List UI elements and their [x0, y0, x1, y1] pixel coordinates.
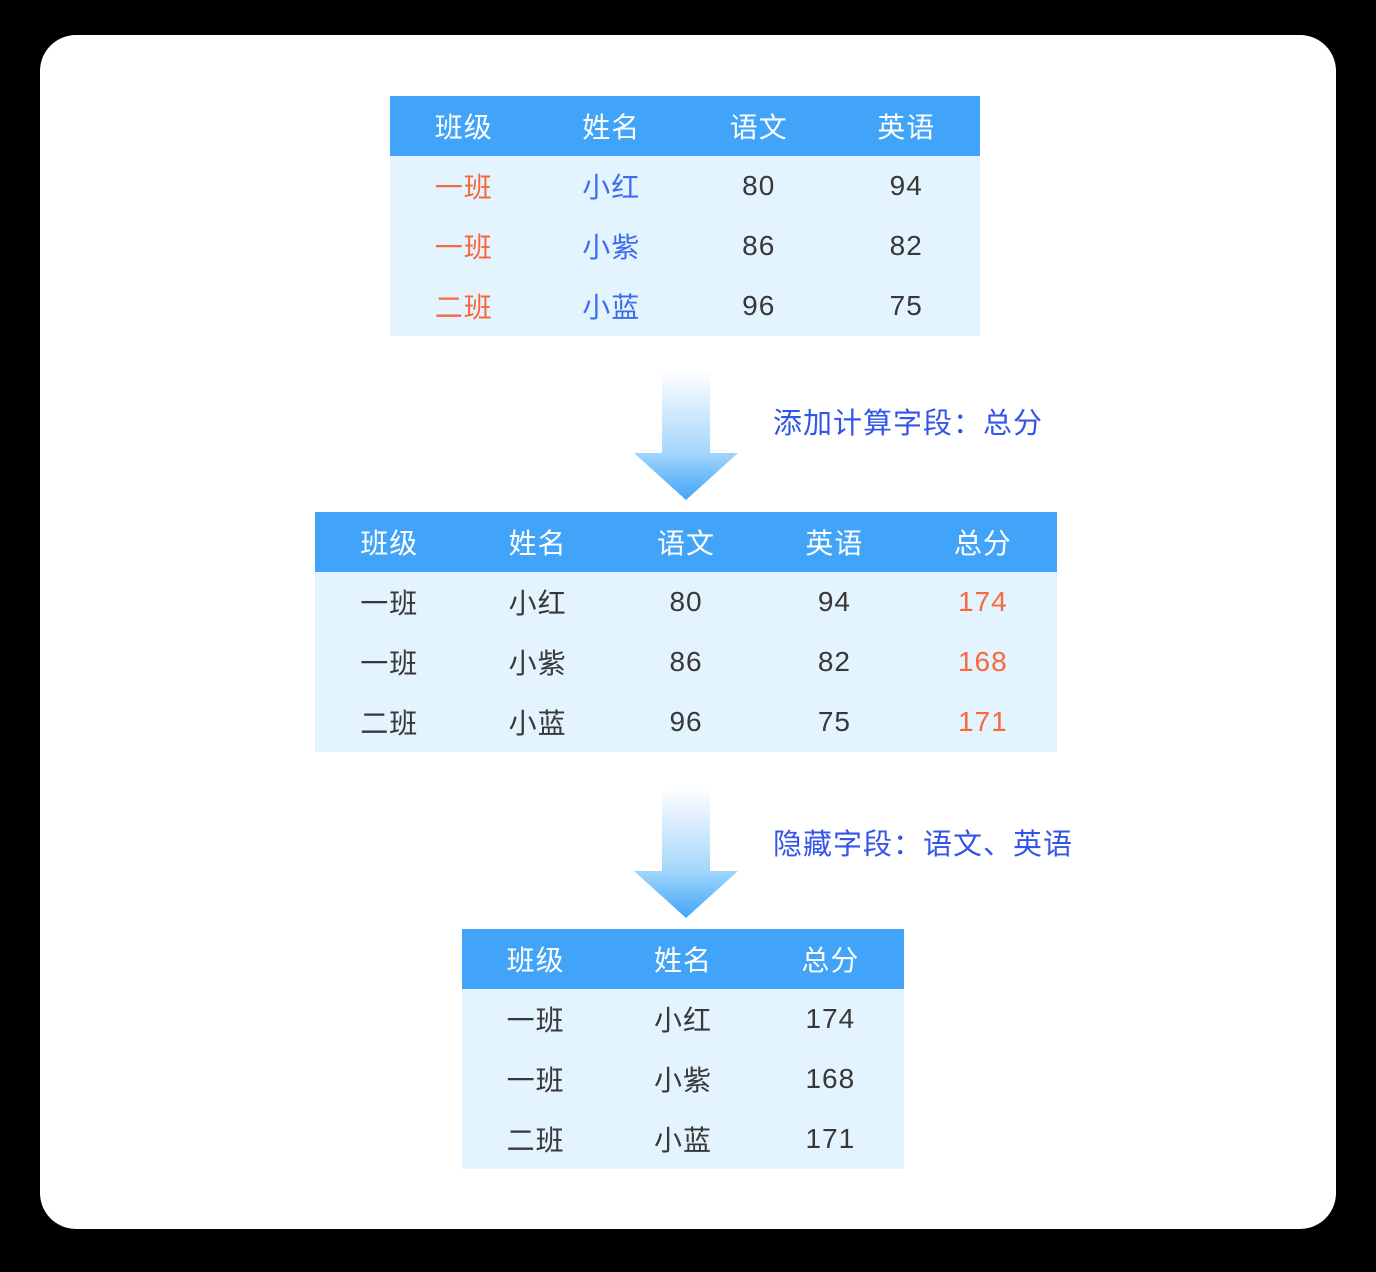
column-header: 英语 — [805, 528, 864, 559]
table-cell: 小红 — [653, 1005, 712, 1036]
table-cell: 96 — [742, 290, 776, 321]
table-header-row: 班级 姓名 语文 英语 总分 — [315, 512, 1057, 572]
table-row: 一班 小红 80 94 — [390, 156, 980, 216]
column-header: 总分 — [801, 945, 860, 976]
table-row: 一班 小紫 86 82 — [390, 216, 980, 276]
table-cell: 一班 — [506, 1005, 565, 1036]
column-header: 姓名 — [582, 112, 641, 143]
table-cell: 小红 — [508, 588, 567, 619]
column-header: 班级 — [360, 528, 419, 559]
table-cell: 小蓝 — [582, 292, 641, 323]
table-row: 二班 小蓝 171 — [462, 1109, 904, 1169]
table-cell: 80 — [669, 586, 703, 617]
table-cell: 174 — [805, 1003, 856, 1034]
column-header: 姓名 — [653, 945, 712, 976]
table-cell: 171 — [957, 706, 1008, 737]
table-row: 一班 小紫 86 82 168 — [315, 632, 1057, 692]
table-cell: 75 — [817, 706, 851, 737]
down-arrow-icon — [634, 370, 738, 500]
column-header: 语文 — [657, 528, 716, 559]
table-header-row: 班级 姓名 总分 — [462, 929, 904, 989]
table-cell: 小红 — [582, 172, 641, 203]
table-header-row: 班级 姓名 语文 英语 — [390, 96, 980, 156]
table-cell: 86 — [669, 646, 703, 677]
column-header: 语文 — [729, 112, 788, 143]
table-cell: 一班 — [506, 1065, 565, 1096]
table-cell: 一班 — [360, 648, 419, 679]
table-cell: 86 — [742, 230, 776, 261]
table-cell: 168 — [957, 646, 1008, 677]
table-row: 二班 小蓝 96 75 171 — [315, 692, 1057, 752]
column-header: 总分 — [953, 528, 1012, 559]
table-cell: 一班 — [360, 588, 419, 619]
table-cell: 96 — [669, 706, 703, 737]
table-row: 一班 小红 174 — [462, 989, 904, 1049]
table-row: 一班 小紫 168 — [462, 1049, 904, 1109]
table-cell: 75 — [889, 290, 923, 321]
table-cell: 94 — [817, 586, 851, 617]
table-cell: 82 — [817, 646, 851, 677]
table-cell: 168 — [805, 1063, 856, 1094]
table-cell: 二班 — [360, 708, 419, 739]
table-cell: 171 — [805, 1123, 856, 1154]
step-label-add-calculated-field: 添加计算字段：总分 — [773, 408, 1044, 440]
table-cell: 82 — [889, 230, 923, 261]
table-cell: 一班 — [434, 172, 493, 203]
table-cell: 小蓝 — [508, 708, 567, 739]
down-arrow-icon — [634, 788, 738, 918]
column-header: 班级 — [506, 945, 565, 976]
table-row: 二班 小蓝 96 75 — [390, 276, 980, 336]
table-cell: 94 — [889, 170, 923, 201]
step-label-hide-fields: 隐藏字段：语文、英语 — [773, 829, 1074, 861]
table-cell: 二班 — [434, 292, 493, 323]
table-cell: 80 — [742, 170, 776, 201]
column-header: 英语 — [877, 112, 936, 143]
table-cell: 小紫 — [508, 648, 567, 679]
table-cell: 小蓝 — [653, 1125, 712, 1156]
column-header: 班级 — [434, 112, 493, 143]
table-cell: 一班 — [434, 232, 493, 263]
table-cell: 二班 — [506, 1125, 565, 1156]
table-cell: 174 — [957, 586, 1008, 617]
table-cell: 小紫 — [582, 232, 641, 263]
column-header: 姓名 — [508, 528, 567, 559]
table-cell: 小紫 — [653, 1065, 712, 1096]
table-row: 一班 小红 80 94 174 — [315, 572, 1057, 632]
